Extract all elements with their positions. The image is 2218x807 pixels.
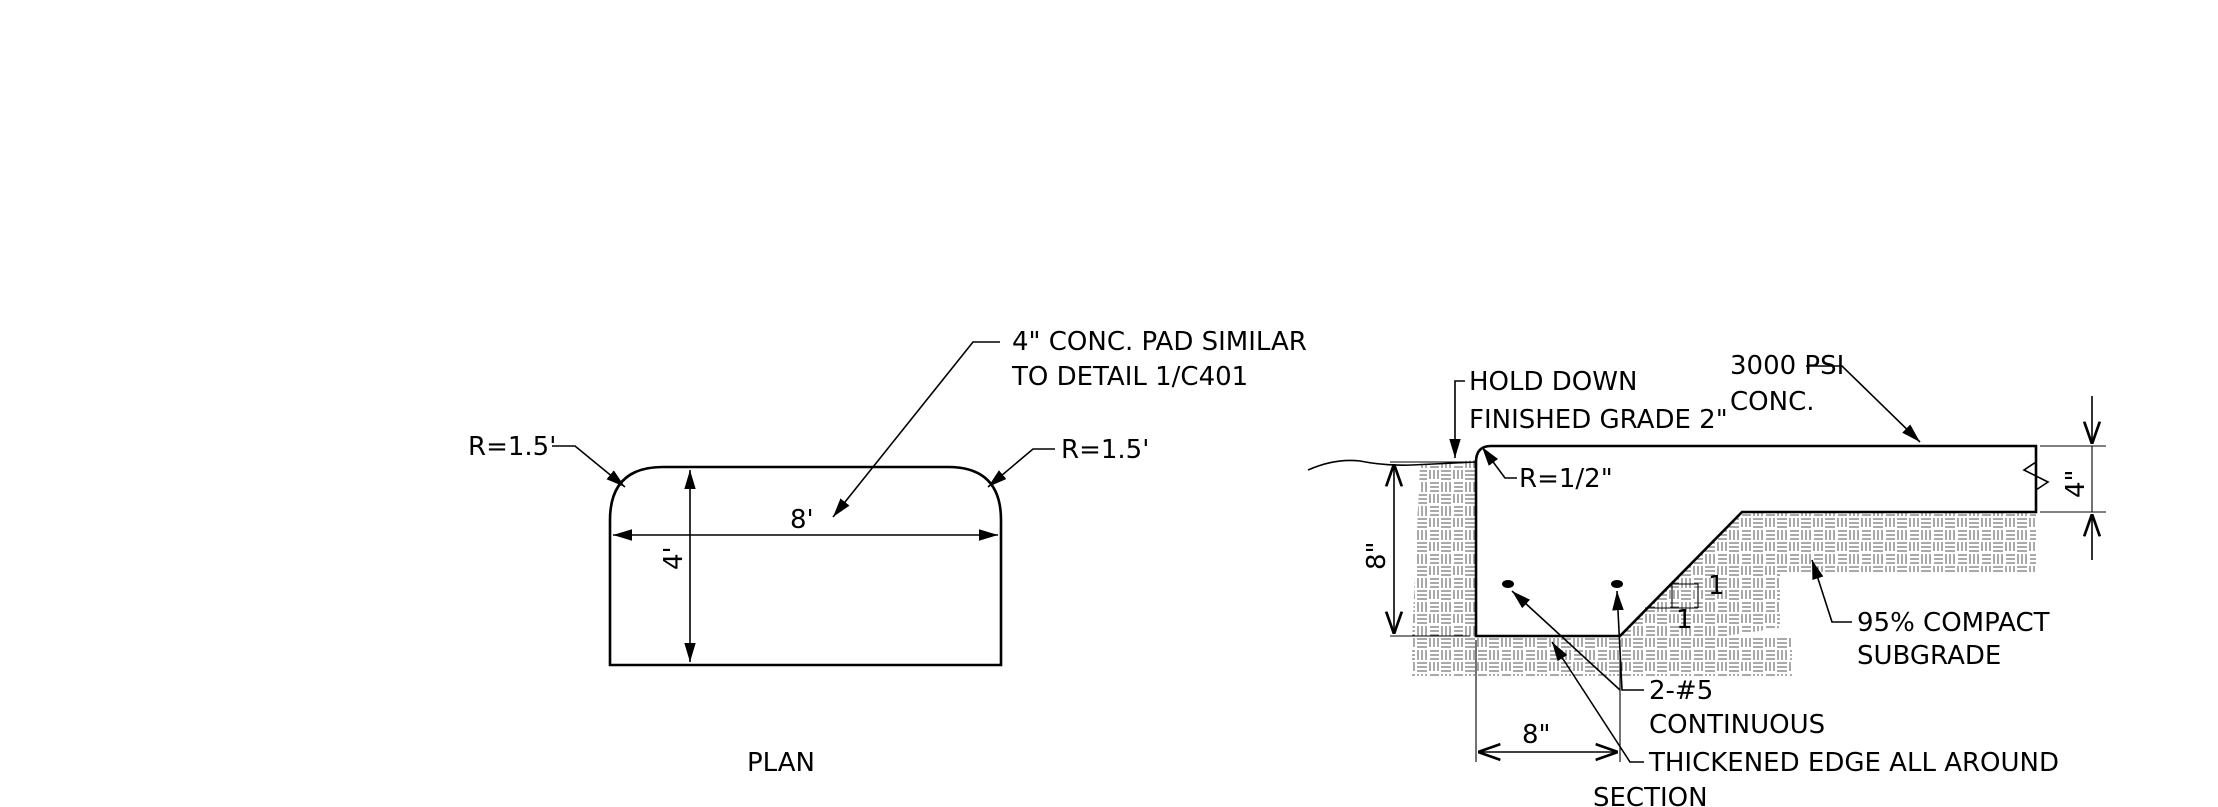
thickened-edge-leader (1551, 641, 1644, 763)
hold-down-leader (1449, 380, 1465, 458)
slope-vertical-label: 1 (1708, 571, 1725, 601)
compact-label-line2: SUBGRADE (1857, 641, 2001, 671)
psi-label-line2: CONC. (1730, 387, 1815, 417)
depth-dimension-label: 8" (1362, 541, 1392, 570)
rebar-label-line1: 2-#5 (1649, 676, 1713, 706)
rebar-label-line2: CONTINUOUS (1649, 710, 1825, 740)
thickened-edge-label: THICKENED EDGE ALL AROUND (1648, 748, 2059, 778)
plan-note-line2: TO DETAIL 1/C401 (1011, 362, 1248, 392)
plan-note-leader (832, 341, 1000, 518)
radius-label: R=1/2" (1519, 464, 1613, 494)
rebar-leader-2 (1612, 590, 1644, 691)
slab-break-symbol (2022, 446, 2050, 512)
slope-horizontal-label: 1 (1676, 605, 1693, 635)
edge-width-label: 8" (1522, 720, 1551, 750)
plan-title: PLAN (747, 748, 815, 778)
subgrade-hatch-left (1412, 460, 1476, 640)
plan-note-line1: 4" CONC. PAD SIMILAR (1012, 327, 1307, 357)
subgrade-hatch-bottom (1412, 636, 1792, 676)
section-view: 8" 4" 8" 1 1 HOLD DOWN FINISHED GRADE 2"… (1307, 351, 2106, 807)
plan-pad-outline (608, 465, 1003, 667)
rebar-leader-1 (1511, 590, 1621, 691)
rebar-1 (1502, 580, 1514, 588)
plan-radius-right-leader (987, 448, 1055, 488)
subgrade-hatch-slope (1620, 512, 1780, 636)
plan-length-label: 8' (790, 505, 814, 535)
psi-leader (1806, 365, 1921, 443)
section-title: SECTION (1593, 783, 1708, 807)
compact-leader (1811, 559, 1852, 623)
thickness-dimension-label: 4" (2061, 469, 2091, 498)
compact-label-line1: 95% COMPACT (1857, 608, 2050, 638)
finished-grade-label: FINISHED GRADE 2" (1469, 405, 1728, 435)
radius-leader (1481, 446, 1517, 479)
plan-radius-left-leader (552, 445, 626, 488)
plan-radius-left-label: R=1.5' (468, 432, 556, 462)
hold-down-label: HOLD DOWN (1469, 367, 1637, 397)
concrete-slab (1474, 444, 2038, 638)
plan-width-label: 4' (659, 546, 689, 570)
rebar-2 (1611, 580, 1623, 588)
plan-radius-right-label: R=1.5' (1061, 435, 1149, 465)
subgrade-hatch-right (1742, 512, 2036, 572)
slope-indicator (1671, 583, 1699, 608)
psi-label-line1: 3000 PSI (1730, 351, 1844, 381)
plan-view: 8' 4' R=1.5' R=1.5' 4" CONC. PAD SIMILAR… (468, 327, 1307, 778)
